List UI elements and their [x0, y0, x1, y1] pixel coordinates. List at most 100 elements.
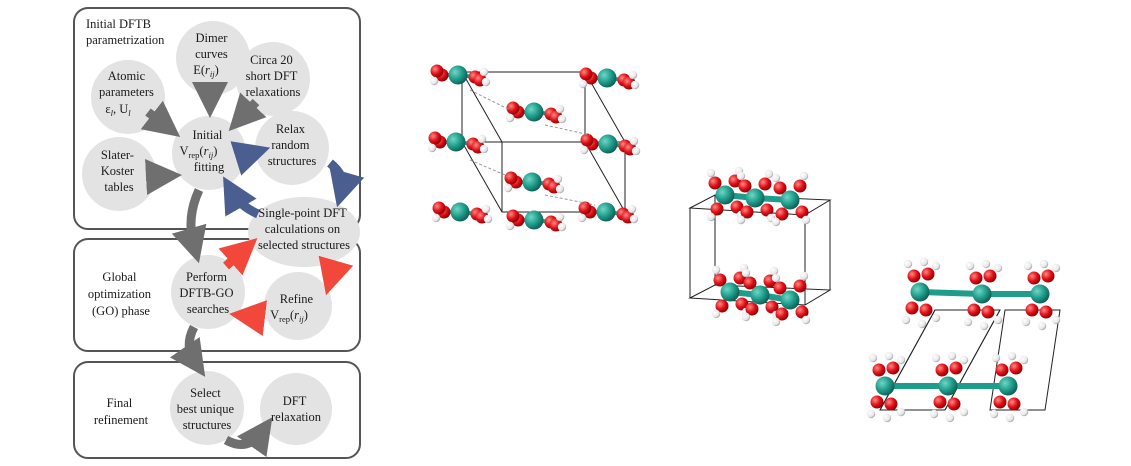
oxygen-atom — [738, 179, 752, 193]
metal-atom — [780, 290, 800, 310]
oxygen-atom — [710, 202, 724, 216]
oxygen-atom — [506, 101, 520, 115]
hydrogen-atom — [481, 204, 491, 214]
structure-1 — [427, 64, 641, 232]
oxygen-atom — [995, 363, 1009, 377]
arrow-perform-to-single — [218, 238, 258, 276]
phase-title-global: Global optimization (GO) phase — [88, 270, 154, 318]
oxygen-atom — [730, 200, 744, 214]
metal-atom — [998, 376, 1018, 396]
oxygen-atom — [886, 361, 900, 375]
phase-title-initial: Initial DFTB parametrization — [86, 17, 165, 47]
node-select — [170, 371, 244, 445]
oxygen-atom — [947, 397, 961, 411]
arrow-perform-to-select — [169, 324, 206, 377]
metal-atom — [524, 210, 544, 230]
label-relax: Relax random structures — [268, 122, 317, 168]
hydrogen-atom — [1051, 315, 1061, 325]
oxygen-atom — [795, 205, 809, 219]
hydrogen-atom — [959, 355, 969, 365]
node-slater — [82, 137, 156, 211]
oxygen-atom — [745, 302, 759, 316]
oxygen-atom — [775, 307, 789, 321]
hydrogen-atom — [929, 409, 939, 419]
hydrogen-atom — [1037, 321, 1047, 331]
arrow-refine-to-perform — [229, 300, 267, 336]
hydrogen-atom — [578, 79, 588, 89]
oxygen-atom — [578, 201, 592, 215]
hydrogen-atom — [631, 146, 641, 156]
hydrogen-atom — [919, 257, 929, 267]
hydrogen-atom — [991, 353, 1001, 363]
oxygen-atom — [1027, 271, 1041, 285]
node-single — [248, 197, 360, 267]
hydrogen-atom — [764, 169, 774, 179]
arrow-single-to-initial — [223, 176, 260, 219]
hydrogen-atom — [479, 144, 489, 154]
hydrogen-atom — [1039, 259, 1049, 269]
hydrogen-atom — [629, 214, 639, 224]
oxygen-atom — [765, 300, 779, 314]
oxygen-atom — [933, 395, 947, 409]
oxygen-atom — [983, 269, 997, 283]
hydrogen-atom — [981, 259, 991, 269]
hydrogen-atom — [931, 313, 941, 323]
hydrogen-atom — [799, 171, 809, 181]
phase-box-global — [73, 238, 361, 352]
hydrogen-atom — [903, 259, 913, 269]
oxygen-atom — [506, 209, 520, 223]
hydrogen-atom — [801, 215, 811, 225]
hbond — [544, 194, 596, 206]
oxygen-atom — [579, 67, 593, 81]
oxygen-atom — [708, 176, 722, 190]
oxygen-atom — [1025, 303, 1039, 317]
hydrogen-atom — [917, 319, 927, 329]
label-circa: Circa 20 short DFT relaxations — [246, 53, 301, 99]
label-perform: Perform DFTB-GO searches — [179, 270, 236, 316]
oxygen-atom — [921, 267, 935, 281]
arrow-single-to-refine — [318, 255, 354, 296]
oxygen-atom — [743, 276, 757, 290]
oxygen-atom — [735, 297, 749, 311]
oxygen-atom — [773, 281, 787, 295]
oxygen-atom — [775, 207, 789, 221]
phase-box-final — [73, 361, 361, 459]
hydrogen-atom — [1023, 261, 1033, 271]
hydrogen-atom — [553, 174, 563, 184]
hydrogen-atom — [557, 222, 567, 232]
oxygen-atom — [773, 181, 787, 195]
hydrogen-atom — [799, 271, 809, 281]
oxygen-atom — [1041, 269, 1055, 283]
oxygen-atom — [715, 299, 729, 313]
hydrogen-atom — [577, 213, 587, 223]
node-relax — [255, 111, 329, 185]
hydrogen-atom — [801, 315, 811, 325]
oxygen-atom — [1039, 305, 1053, 319]
hydrogen-atom — [769, 266, 779, 276]
oxygen-atom — [430, 64, 444, 78]
oxygen-atom — [935, 363, 949, 377]
oxygen-atom — [758, 177, 772, 191]
hydrogen-atom — [736, 171, 746, 181]
arrow-atomic-to-initial — [140, 100, 181, 138]
label-initial: Initial Vrep(rij) fitting — [180, 128, 226, 174]
oxygen-atom — [969, 271, 983, 285]
metal-atom — [596, 202, 616, 222]
oxygen-atom — [907, 269, 921, 283]
hydrogen-atom — [866, 409, 876, 419]
node-dftrelax — [260, 373, 332, 445]
oxygen-atom — [884, 397, 898, 411]
hydrogen-atom — [483, 214, 493, 224]
hydrogen-atom — [771, 173, 781, 183]
metal-atom — [1030, 284, 1050, 304]
label-select: Select best unique structures — [177, 386, 237, 432]
arrow-select-to-dftrelax — [223, 417, 273, 458]
hydrogen-atom — [477, 134, 487, 144]
hydrogen-atom — [947, 351, 957, 361]
hydrogen-atom — [771, 273, 781, 283]
metal-atom — [938, 376, 958, 396]
label-dftrelax: DFT relaxation — [271, 394, 322, 424]
metal-atom — [875, 376, 895, 396]
hydrogen-atom — [963, 317, 973, 327]
